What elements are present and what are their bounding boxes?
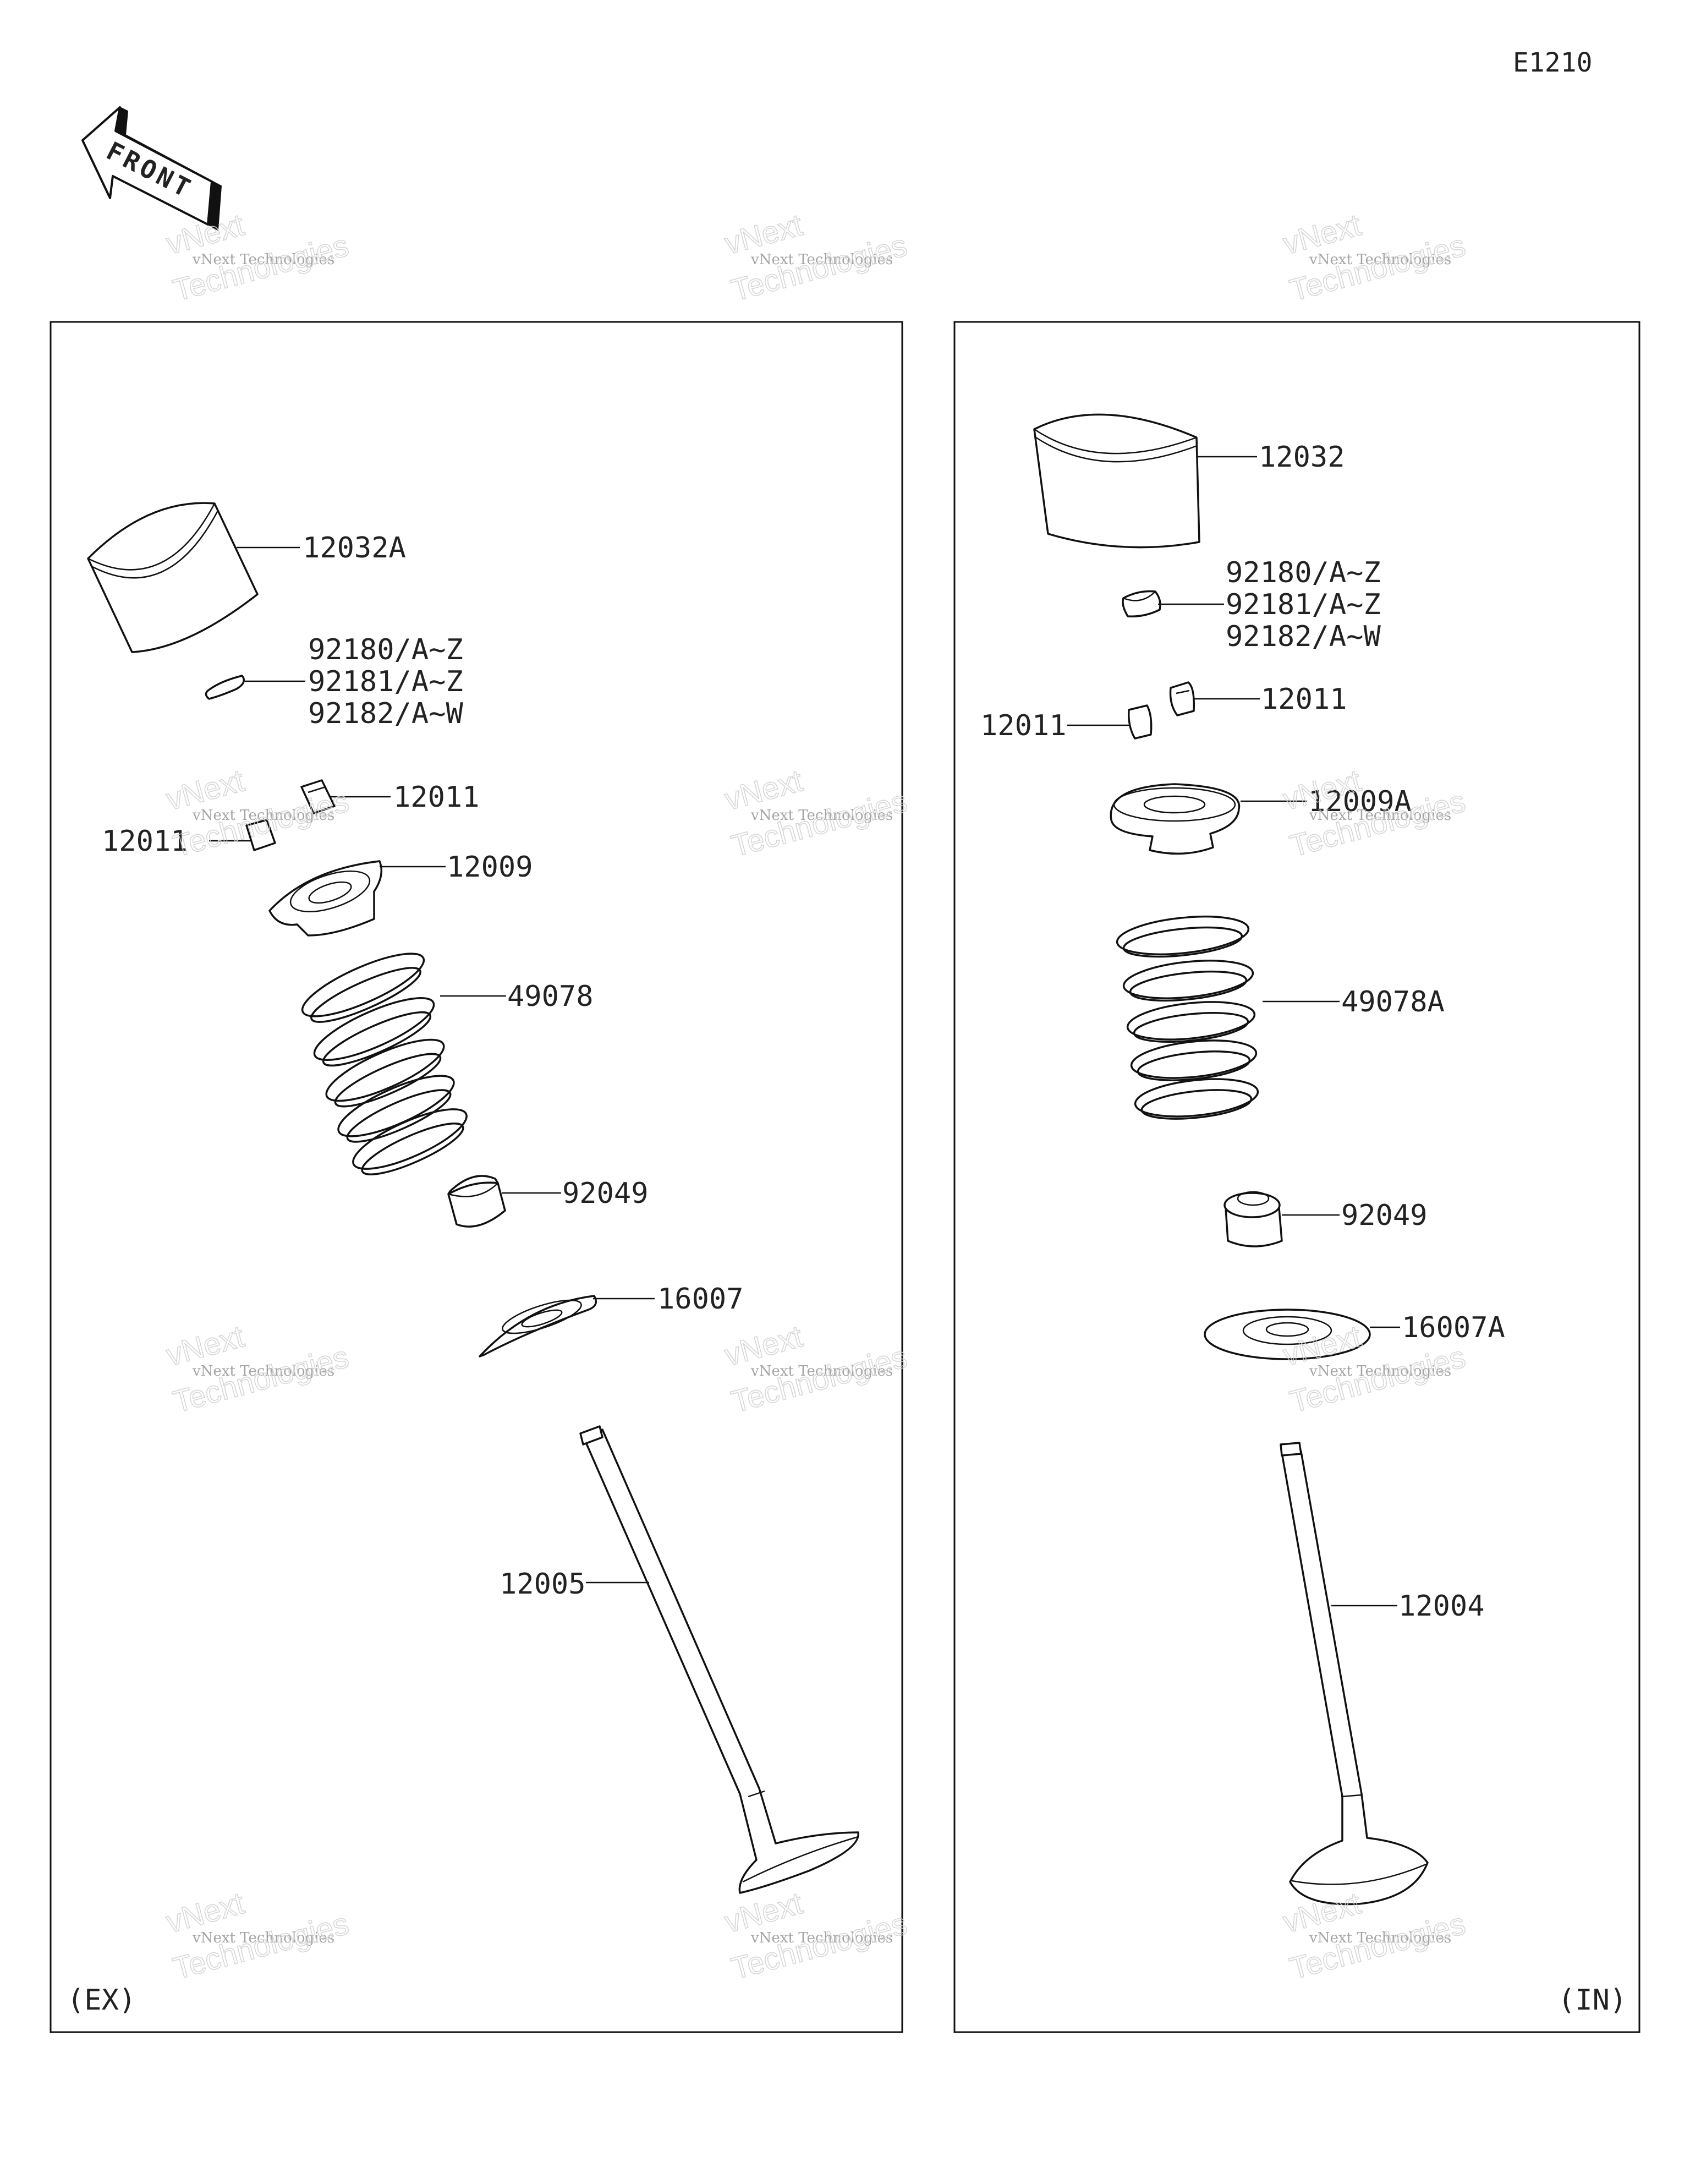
exhaust-seal-label: 92049 [562, 1177, 649, 1210]
svg-text:vNext Technologies: vNext Technologies [750, 1363, 893, 1380]
intake-spring-label: 49078A [1341, 986, 1445, 1019]
intake-shim-b-label: 92181/A~Z [1226, 588, 1381, 621]
exhaust-seat [479, 1295, 597, 1358]
svg-text:vNext Technologies: vNext Technologies [192, 251, 334, 268]
intake-seal [1223, 1191, 1283, 1247]
intake-retainer [1110, 783, 1241, 855]
exhaust-retainer [268, 860, 383, 937]
exhaust-shim [205, 675, 245, 700]
intake-shim-a-label: 92180/A~Z [1226, 556, 1381, 589]
intake-shim [1122, 590, 1161, 617]
front-arrow-icon: FRONT [81, 106, 222, 231]
intake-cotter-left [1127, 704, 1153, 740]
svg-text:vNext Technologies: vNext Technologies [192, 1930, 334, 1946]
exhaust-cotter-right [300, 779, 336, 814]
svg-text:vNext Technologies: vNext Technologies [192, 1363, 334, 1380]
exhaust-valve [579, 1425, 859, 1894]
svg-text:vNext Technologies: vNext Technologies [1309, 251, 1451, 268]
exhaust-cotter-right-label: 12011 [393, 781, 480, 814]
exhaust-seat-label: 16007 [657, 1283, 744, 1316]
diagram-code: E1210 [1513, 47, 1593, 78]
exhaust-retainer-label: 12009 [447, 851, 533, 884]
svg-text:vNext Technologies: vNext Technologies [750, 251, 893, 268]
intake-cotter-right [1169, 681, 1195, 716]
svg-text:vNext Technologies: vNext Technologies [1309, 807, 1451, 824]
exhaust-valve-label: 12005 [500, 1568, 586, 1601]
intake-spring [1116, 916, 1259, 1120]
svg-text:vNext Technologies: vNext Technologies [192, 807, 334, 824]
svg-text:vNext Technologies: vNext Technologies [1309, 1930, 1451, 1946]
exhaust-panel [50, 321, 903, 2033]
exhaust-cotter-left [245, 819, 276, 851]
intake-valve-label: 12004 [1398, 1590, 1485, 1623]
intake-panel [953, 321, 1640, 2033]
svg-text:vNext Technologies: vNext Technologies [1309, 1363, 1451, 1380]
intake-cotter-left-label: 12011 [980, 709, 1067, 742]
intake-valve [1280, 1442, 1429, 1906]
intake-shim-c-label: 92182/A~W [1226, 620, 1381, 653]
exhaust-seal [447, 1175, 506, 1228]
intake-seal-label: 92049 [1341, 1199, 1428, 1232]
exhaust-tag: (EX) [67, 1984, 136, 2017]
watermarks: vNext vNext Technologies Technologies vN… [162, 206, 1469, 1986]
svg-text:vNext Technologies: vNext Technologies [750, 807, 893, 824]
exhaust-spring [301, 953, 468, 1175]
intake-tappet-label: 12032 [1259, 441, 1345, 474]
exhaust-tappet [87, 502, 259, 653]
exhaust-shim-b-label: 92181/A~Z [308, 665, 463, 698]
exhaust-tappet-label: 12032A [303, 532, 406, 565]
intake-tag: (IN) [1558, 1984, 1627, 2017]
exhaust-shim-c-label: 92182/A~W [308, 697, 463, 730]
intake-seat [1204, 1309, 1371, 1360]
intake-cotter-right-label: 12011 [1261, 683, 1347, 716]
intake-seat-label: 16007A [1402, 1311, 1505, 1344]
exhaust-spring-label: 49078 [507, 980, 594, 1013]
exhaust-shim-a-label: 92180/A~Z [308, 633, 463, 666]
svg-text:vNext Technologies: vNext Technologies [750, 1930, 893, 1946]
intake-retainer-label: 12009A [1308, 785, 1412, 818]
exhaust-cotter-left-label: 12011 [102, 825, 188, 858]
intake-tappet [1033, 413, 1200, 549]
